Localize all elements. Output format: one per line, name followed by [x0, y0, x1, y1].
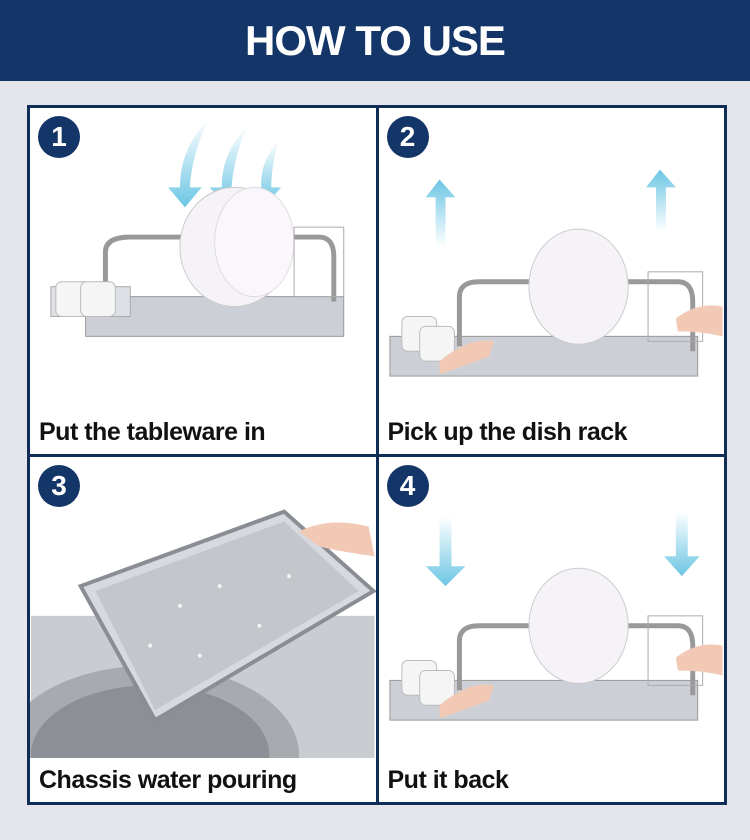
- rack-with-arrows-down-image: [50, 117, 345, 337]
- step-4-panel: 4 Put it back: [378, 456, 724, 802]
- page-title: HOW TO USE: [245, 16, 506, 64]
- step-number-badge: 3: [38, 464, 80, 507]
- replacing-rack-image: [388, 511, 723, 721]
- header-banner: HOW TO USE: [0, 0, 750, 81]
- step-caption: Put it back: [378, 758, 724, 802]
- step-caption: Put the tableware in: [30, 409, 376, 454]
- lifting-rack-image: [388, 169, 723, 377]
- step-number-badge: 1: [38, 116, 80, 158]
- step-1-panel: 1 Put the tableware in: [30, 108, 376, 454]
- step-number-badge: 2: [386, 116, 429, 158]
- pouring-tray-image: [30, 508, 376, 802]
- step-3-panel: 3 Chassis water pouring: [30, 456, 376, 802]
- step-caption: Pick up the dish rack: [378, 409, 724, 454]
- step-caption: Chassis water pouring: [30, 758, 376, 802]
- steps-grid: 1 Put the tableware in 2 Pick up the dis…: [27, 105, 727, 805]
- step-number-badge: 4: [386, 464, 429, 507]
- step-2-panel: 2 Pick up the dish rack: [378, 108, 724, 454]
